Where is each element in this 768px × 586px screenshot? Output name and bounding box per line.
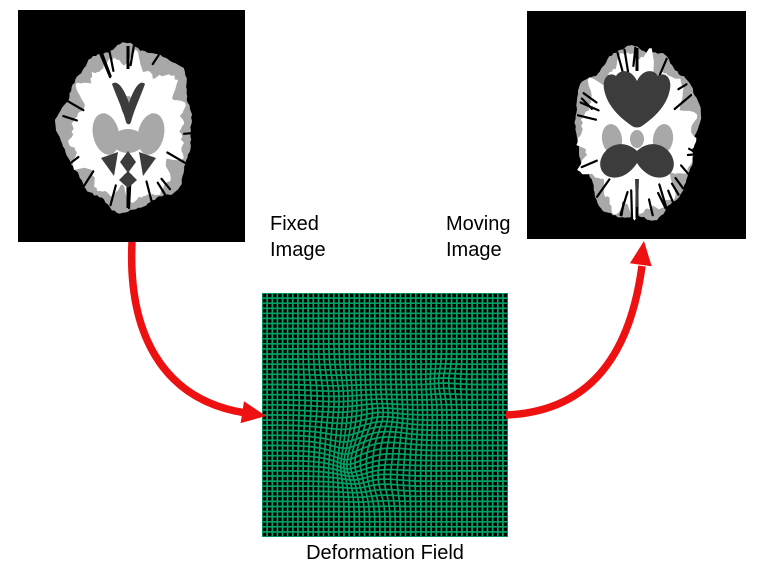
moving-image-label-line1: Moving	[446, 213, 511, 235]
fixed-image-label-line1: Fixed	[270, 213, 319, 235]
arrow-fixed-to-field-icon	[127, 241, 266, 424]
moving-brain-scan	[527, 11, 746, 239]
deformation-field-grid	[262, 293, 508, 537]
moving-image-label: Moving Image	[446, 211, 510, 263]
deformation-grid-graphic	[262, 293, 508, 537]
fixed-image-label-line2: Image	[270, 239, 326, 261]
moving-brain-image	[527, 11, 746, 239]
deformation-field-label: Deformation Field	[306, 542, 464, 564]
fixed-brain-image	[18, 10, 245, 242]
moving-image-label-line2: Image	[446, 239, 502, 261]
fixed-brain-scan	[18, 10, 245, 242]
arrow-field-to-moving-icon	[505, 241, 652, 419]
fixed-image-label: Fixed Image	[270, 211, 326, 263]
